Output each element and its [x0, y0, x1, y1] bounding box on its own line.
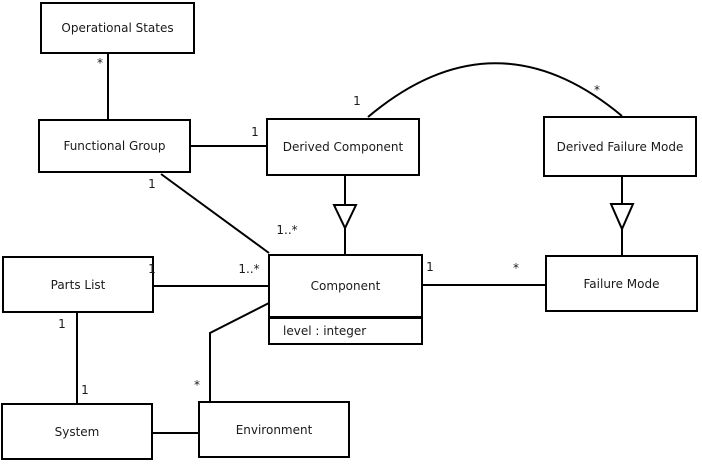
class-attribute-compartment: level : integer: [270, 316, 421, 343]
class-name-label: Derived Failure Mode: [556, 139, 684, 154]
edge-environment-component: [209, 302, 270, 401]
class-name-label: System: [54, 424, 100, 439]
class-derived-component[interactable]: Derived Component: [266, 118, 420, 176]
multiplicity-label: 1..*: [238, 262, 260, 276]
class-environment[interactable]: Environment: [198, 401, 350, 458]
class-name-label: Derived Component: [282, 140, 404, 154]
multiplicity-label: 1: [353, 94, 361, 108]
class-name-label: Operational States: [61, 21, 174, 35]
edge-functional-group-component: [160, 173, 270, 254]
generalization-triangle-icon: [332, 204, 358, 231]
generalization-triangle-icon: [609, 203, 635, 232]
class-failure-mode[interactable]: Failure Mode: [545, 255, 698, 312]
class-operational-states[interactable]: Operational States: [40, 2, 195, 54]
class-component[interactable]: Component level : integer: [268, 254, 423, 345]
class-name-label: Functional Group: [63, 139, 166, 153]
multiplicity-label: 1: [148, 177, 156, 191]
multiplicity-label: *: [513, 261, 519, 275]
class-derived-failure-mode[interactable]: Derived Failure Mode: [543, 116, 697, 177]
class-name-label: Component: [310, 279, 381, 293]
multiplicity-label: 1: [426, 260, 434, 274]
class-system[interactable]: System: [1, 403, 153, 460]
multiplicity-label: 1: [148, 262, 156, 276]
multiplicity-label: *: [97, 56, 103, 70]
edge-derived-component-derived-failure-mode-arc: [367, 62, 623, 118]
class-name-compartment: Component: [270, 256, 421, 316]
multiplicity-label: *: [594, 83, 600, 97]
class-name-label: Failure Mode: [583, 276, 660, 291]
class-functional-group[interactable]: Functional Group: [38, 119, 191, 173]
multiplicity-label: *: [194, 378, 200, 392]
class-name-label: Parts List: [50, 277, 106, 292]
multiplicity-label: 1: [58, 317, 66, 331]
class-parts-list[interactable]: Parts List: [2, 256, 154, 313]
class-attribute-label: level : integer: [283, 324, 367, 338]
multiplicity-label: 1: [251, 125, 259, 139]
multiplicity-label: 1: [81, 383, 89, 397]
class-name-label: Environment: [235, 422, 313, 437]
multiplicity-label: 1..*: [276, 223, 298, 237]
